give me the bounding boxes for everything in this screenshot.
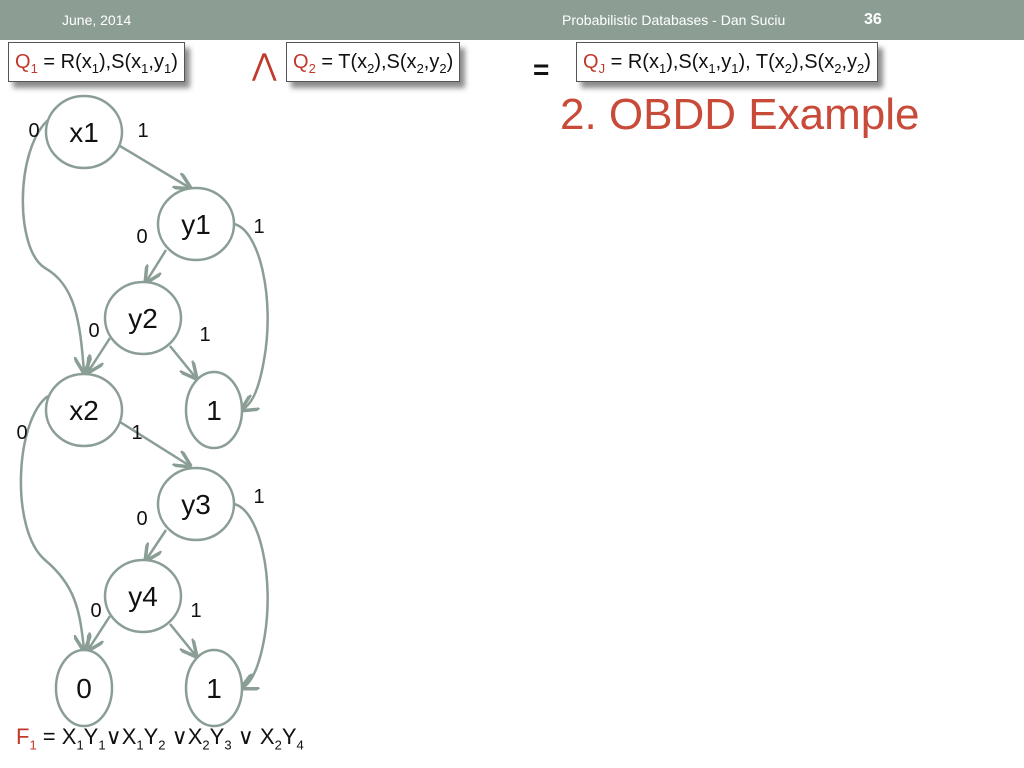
edge-y2-x2 <box>88 337 112 372</box>
edge-label-x1-x2: 0 <box>28 120 39 142</box>
edge-label-x2-y3: 1 <box>131 422 142 444</box>
node-y4 <box>103 558 183 634</box>
edge-y4-t0 <box>88 615 112 650</box>
node-x2 <box>44 372 124 448</box>
edge-label-y3-t1b: 1 <box>253 486 264 508</box>
edge-y1-y2 <box>146 249 168 282</box>
edge-x2-y3 <box>119 420 190 466</box>
node-label-x2: x2 <box>69 395 99 426</box>
node-label-y2: y2 <box>128 303 158 334</box>
edge-label-y2-x2: 0 <box>88 320 99 342</box>
edge-label-x2-t0: 0 <box>16 422 27 444</box>
node-label-x1: x1 <box>69 117 99 148</box>
edge-label-x1-y1: 1 <box>137 120 148 142</box>
slide-date: June, 2014 <box>62 12 132 28</box>
formula-body: = X1Y1∨X1Y2 ∨X2Y3 ∨ X2Y4 <box>36 724 304 753</box>
query-q1-body: = R(x1),S(x1,y1) <box>37 51 178 76</box>
node-label-y3: y3 <box>181 489 211 520</box>
node-y2 <box>103 280 183 356</box>
edge-y1-t1a <box>233 222 269 410</box>
edge-label-y2-t1a: 1 <box>199 324 210 346</box>
query-q2-box: Q2 = T(x2),S(x2,y2) <box>286 42 461 82</box>
edge-label-y1-y2: 0 <box>136 226 147 248</box>
edge-y3-t1b <box>233 502 269 688</box>
slide-number: 36 <box>864 11 882 28</box>
and-symbol: ⋀ <box>252 49 277 82</box>
formula-f1: F1 = X1Y1∨X1Y2 ∨X2Y3 ∨ X2Y4 <box>16 724 304 752</box>
edge-label-y1-t1a: 1 <box>253 216 264 238</box>
edge-x1-x2 <box>21 119 84 372</box>
node-label-t0: 0 <box>76 673 92 704</box>
edge-label-y4-t1b: 1 <box>190 600 201 622</box>
query-qj-body: = R(x1),S(x1,y1), T(x2),S(x2,y2) <box>605 51 871 76</box>
node-label-y1: y1 <box>181 209 211 240</box>
node-t1a <box>184 370 244 450</box>
formula-name: F1 <box>16 724 37 753</box>
node-y1 <box>156 186 236 262</box>
slide-title: 2. OBDD Example <box>560 90 920 139</box>
query-qj-name: QJ <box>583 51 606 76</box>
node-label-t1b: 1 <box>206 673 222 704</box>
edge-label-y3-y4: 0 <box>136 508 147 530</box>
query-qj-box: QJ = R(x1),S(x1,y1), T(x2),S(x2,y2) <box>576 42 878 82</box>
node-y3 <box>156 466 236 542</box>
edge-y4-t1b <box>169 623 196 656</box>
node-label-y4: y4 <box>128 581 158 612</box>
edge-x1-y1 <box>119 144 190 188</box>
edge-y3-y4 <box>146 529 168 560</box>
query-q1-box: Q1 = R(x1),S(x1,y1) <box>8 42 185 82</box>
edge-x2-t0 <box>19 394 84 650</box>
node-x1 <box>44 94 124 170</box>
node-t0 <box>54 648 114 728</box>
query-q2-body: = T(x2),S(x2,y2) <box>315 51 454 76</box>
node-t1b <box>184 648 244 728</box>
query-q1-name: Q1 <box>15 51 38 76</box>
equals-symbol: = <box>533 54 550 85</box>
query-q2-name: Q2 <box>293 51 316 76</box>
edge-y2-t1a <box>169 345 196 378</box>
course-title: Probabilistic Databases - Dan Suciu <box>562 12 786 28</box>
edge-label-y4-t0: 0 <box>90 600 101 622</box>
node-label-t1a: 1 <box>206 395 222 426</box>
header-bar: June, 2014 Probabilistic Databases - Dan… <box>0 0 1024 40</box>
